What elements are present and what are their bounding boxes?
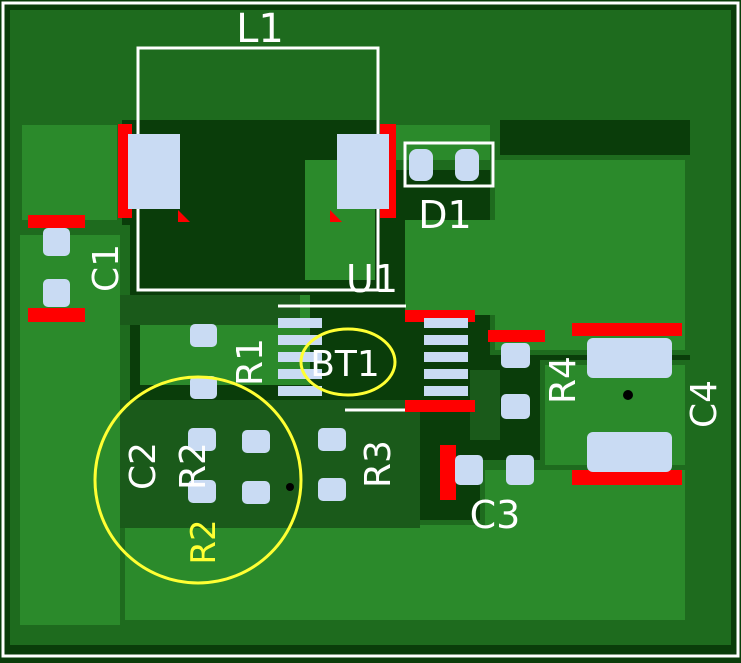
ic-u1: U1 BT1 bbox=[278, 257, 475, 412]
r4-label: R4 bbox=[543, 356, 584, 404]
u1-label: U1 bbox=[346, 257, 398, 301]
capacitor-c2-resistor-r2: C2 R2 R2 bbox=[93, 375, 303, 585]
l1-label: L1 bbox=[236, 6, 284, 52]
l1-pad-2 bbox=[337, 134, 389, 209]
d1-pad-1 bbox=[409, 149, 433, 181]
bt1-highlight bbox=[299, 327, 397, 397]
c4-label: C4 bbox=[684, 380, 725, 428]
diode-d1: D1 bbox=[403, 141, 495, 237]
bt1-label: BT1 bbox=[310, 344, 380, 385]
resistor-r4: R4 bbox=[488, 330, 584, 419]
c2-label: C2 bbox=[123, 442, 164, 490]
r2-label: R2 bbox=[173, 442, 214, 490]
resistor-r3: R3 bbox=[318, 428, 399, 501]
capacitor-c1: C1 bbox=[28, 215, 127, 322]
l1-pad-1 bbox=[128, 134, 180, 209]
r2-highlight-circle bbox=[93, 375, 303, 585]
resistor-r1: R1 bbox=[190, 324, 271, 399]
capacitor-c3: C3 bbox=[440, 445, 534, 537]
copper-traces bbox=[120, 295, 500, 528]
capacitor-c4: C4 bbox=[572, 323, 725, 485]
r1-label: R1 bbox=[230, 338, 271, 386]
d1-pad-2 bbox=[455, 149, 479, 181]
r3-label: R3 bbox=[358, 440, 399, 488]
c1-pad-2 bbox=[43, 279, 70, 307]
c1-pad-1 bbox=[43, 228, 70, 256]
c3-label: C3 bbox=[470, 493, 521, 537]
r2-highlight-label: R2 bbox=[184, 519, 224, 564]
c1-label: C1 bbox=[86, 244, 127, 292]
inductor-l1: L1 bbox=[118, 6, 396, 292]
d1-label: D1 bbox=[418, 193, 471, 237]
